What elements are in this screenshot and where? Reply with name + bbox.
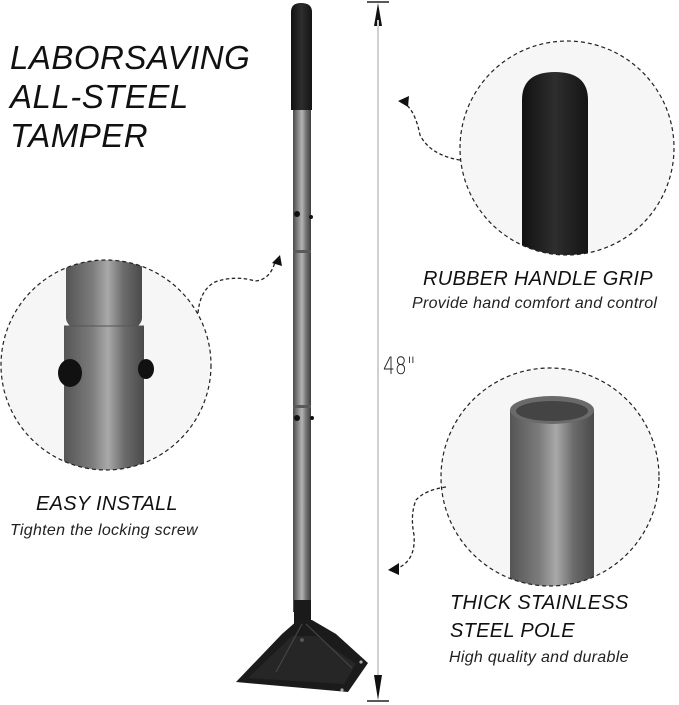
arrow-head-icon	[398, 96, 409, 107]
arrow-head-icon	[388, 563, 399, 575]
dimension-line	[367, 1, 389, 702]
pole-callout-arrow	[397, 486, 447, 569]
feature-subtitle-install: Tighten the locking screw	[10, 522, 198, 539]
arrow-head-icon	[272, 255, 282, 266]
feature-heading-install: EASY INSTALL	[36, 493, 178, 515]
title-line-2: ALL-STEEL	[10, 78, 189, 115]
feature-heading-pole-line1: THICK STAINLESS	[450, 592, 629, 614]
pole-detail-circle	[440, 367, 660, 587]
feature-heading-grip: RUBBER HANDLE GRIP	[423, 268, 653, 290]
grip-callout-arrow	[403, 102, 461, 161]
title-line-3: TAMPER	[10, 117, 149, 154]
feature-heading-pole-line2: STEEL POLE	[450, 620, 575, 642]
title-line-1: LABORSAVING	[10, 39, 251, 76]
grip-detail-circle	[459, 40, 675, 256]
screw-callout-arrow	[197, 261, 276, 314]
tamper-full-view	[236, 3, 368, 692]
feature-subtitle-pole: High quality and durable	[449, 649, 629, 666]
feature-subtitle-grip: Provide hand comfort and control	[412, 295, 658, 312]
product-title: LABORSAVING ALL-STEEL TAMPER	[10, 38, 250, 155]
screw-detail-circle	[0, 259, 212, 471]
height-measurement: 48"	[383, 352, 416, 380]
